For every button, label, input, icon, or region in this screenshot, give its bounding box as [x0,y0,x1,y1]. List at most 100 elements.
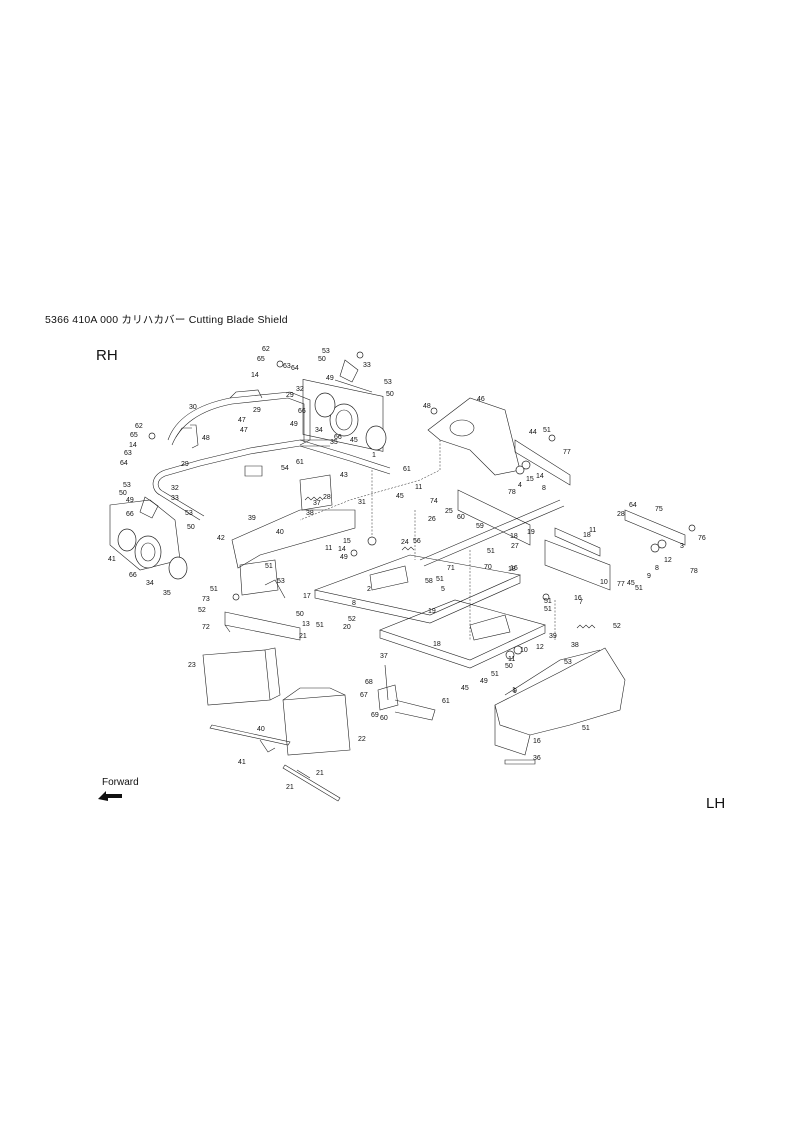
part-callout-66: 66 [298,408,306,415]
part-callout-8: 8 [542,485,546,492]
part-callout-5: 5 [441,586,445,593]
part-callout-21: 21 [299,633,307,640]
part-callout-16: 16 [510,565,518,572]
rh-handle-30 [167,389,311,449]
forward-label: Forward [102,777,139,788]
part-callout-32: 32 [296,386,304,393]
part-callout-50: 50 [318,356,326,363]
main-deck [313,554,546,669]
part-callout-59: 59 [476,523,484,530]
part-callout-30: 30 [189,404,197,411]
part-callout-64: 64 [629,502,637,509]
part-callout-23: 23 [0,0,8,2]
rh-upper-wheel-assembly [302,359,387,452]
part-callout-64: 64 [291,365,299,372]
part-callout-38: 38 [571,642,579,649]
rh-handle-28 [152,439,391,521]
part-callout-16: 16 [574,595,582,602]
part-callout-61: 61 [296,459,304,466]
part-callout-53: 53 [185,510,193,517]
page-title: 5366 410A 000 カリハカバー Cutting Blade Shiel… [45,314,288,326]
part-callout-11: 11 [325,545,332,552]
part-callout-15: 15 [526,476,534,483]
part-callout-14: 14 [251,372,259,379]
rh-side-plate [231,474,356,599]
part-callout-50: 50 [505,663,513,670]
part-callout-11: 11 [415,484,422,491]
part-callout-51: 51 [491,671,499,678]
part-callout-47: 47 [238,417,246,424]
leader-lines [299,440,556,640]
front-bracket [224,611,301,641]
part-callout-78: 78 [690,568,698,575]
lh-chute-36 [494,647,626,765]
part-callout-49: 49 [480,678,488,685]
part-callout-52: 52 [348,616,356,623]
part-callout-49: 49 [340,554,348,561]
part-callout-50: 50 [296,611,304,618]
part-callout-9: 9 [647,573,651,580]
part-callout-19: 19 [428,608,436,615]
part-callout-50: 50 [187,524,195,531]
fasteners [148,351,696,660]
part-callout-38: 38 [306,510,314,517]
part-callout-52: 52 [613,623,621,630]
part-callout-12: 12 [536,644,544,651]
part-callout-33: 33 [171,495,179,502]
part-callout-37: 37 [380,653,388,660]
part-callout-46: 46 [477,396,485,403]
part-callout-8: 8 [352,600,356,607]
part-callout-24: 24 [401,539,409,546]
lh-rails [419,439,686,591]
part-callout-3: 3 [680,543,684,550]
part-callout-16: 16 [533,738,541,745]
part-callout-77: 77 [563,449,571,456]
part-callout-14: 14 [536,473,544,480]
part-callout-48: 48 [202,435,210,442]
part-callout-51: 51 [316,622,324,629]
part-callout-9: 9 [513,688,517,695]
part-callout-41: 41 [238,759,246,766]
bar-22a [209,724,291,753]
part-callout-75: 75 [655,506,663,513]
part-callout-11: 11 [508,656,515,663]
part-callout-40: 40 [257,726,265,733]
part-callout-25: 25 [445,508,453,515]
part-callout-51: 51 [436,576,444,583]
part-callout-14: 14 [129,442,137,449]
part-callout-34: 34 [146,580,154,587]
part-callout-35: 35 [163,590,171,597]
part-callout-49: 49 [326,375,334,382]
part-callout-18: 18 [583,532,591,539]
part-callout-34: 34 [315,427,323,434]
part-callout-4: 4 [518,482,522,489]
part-callout-53: 53 [123,482,131,489]
part-callout-27: 27 [511,543,519,550]
part-callout-69: 69 [371,712,379,719]
rh-label: RH [96,347,118,364]
part-callout-66: 66 [129,572,137,579]
part-callout-61: 61 [403,466,411,473]
part-callout-37: 37 [313,500,321,507]
part-callout-22: 22 [358,736,366,743]
part-callout-10: 10 [520,647,528,654]
part-callout-66: 66 [334,434,342,441]
part-callout-33: 33 [363,362,371,369]
part-callout-21: 21 [286,784,294,791]
part-callout-18: 18 [433,641,441,648]
forward-arrow-icon [98,791,122,801]
part-callout-45: 45 [627,580,635,587]
part-callout-40: 40 [276,529,284,536]
part-callout-58: 58 [425,578,433,585]
part-callout-49: 49 [290,421,298,428]
part-callout-28: 28 [323,494,331,501]
part-callout-45: 45 [396,493,404,500]
part-callout-39: 39 [248,515,256,522]
part-callout-60: 60 [380,715,388,722]
part-callout-63: 63 [283,363,291,370]
part-callout-1: 1 [372,452,376,459]
part-callout-65: 65 [130,432,138,439]
part-callout-29: 29 [181,461,189,468]
part-callout-18: 18 [510,533,518,540]
